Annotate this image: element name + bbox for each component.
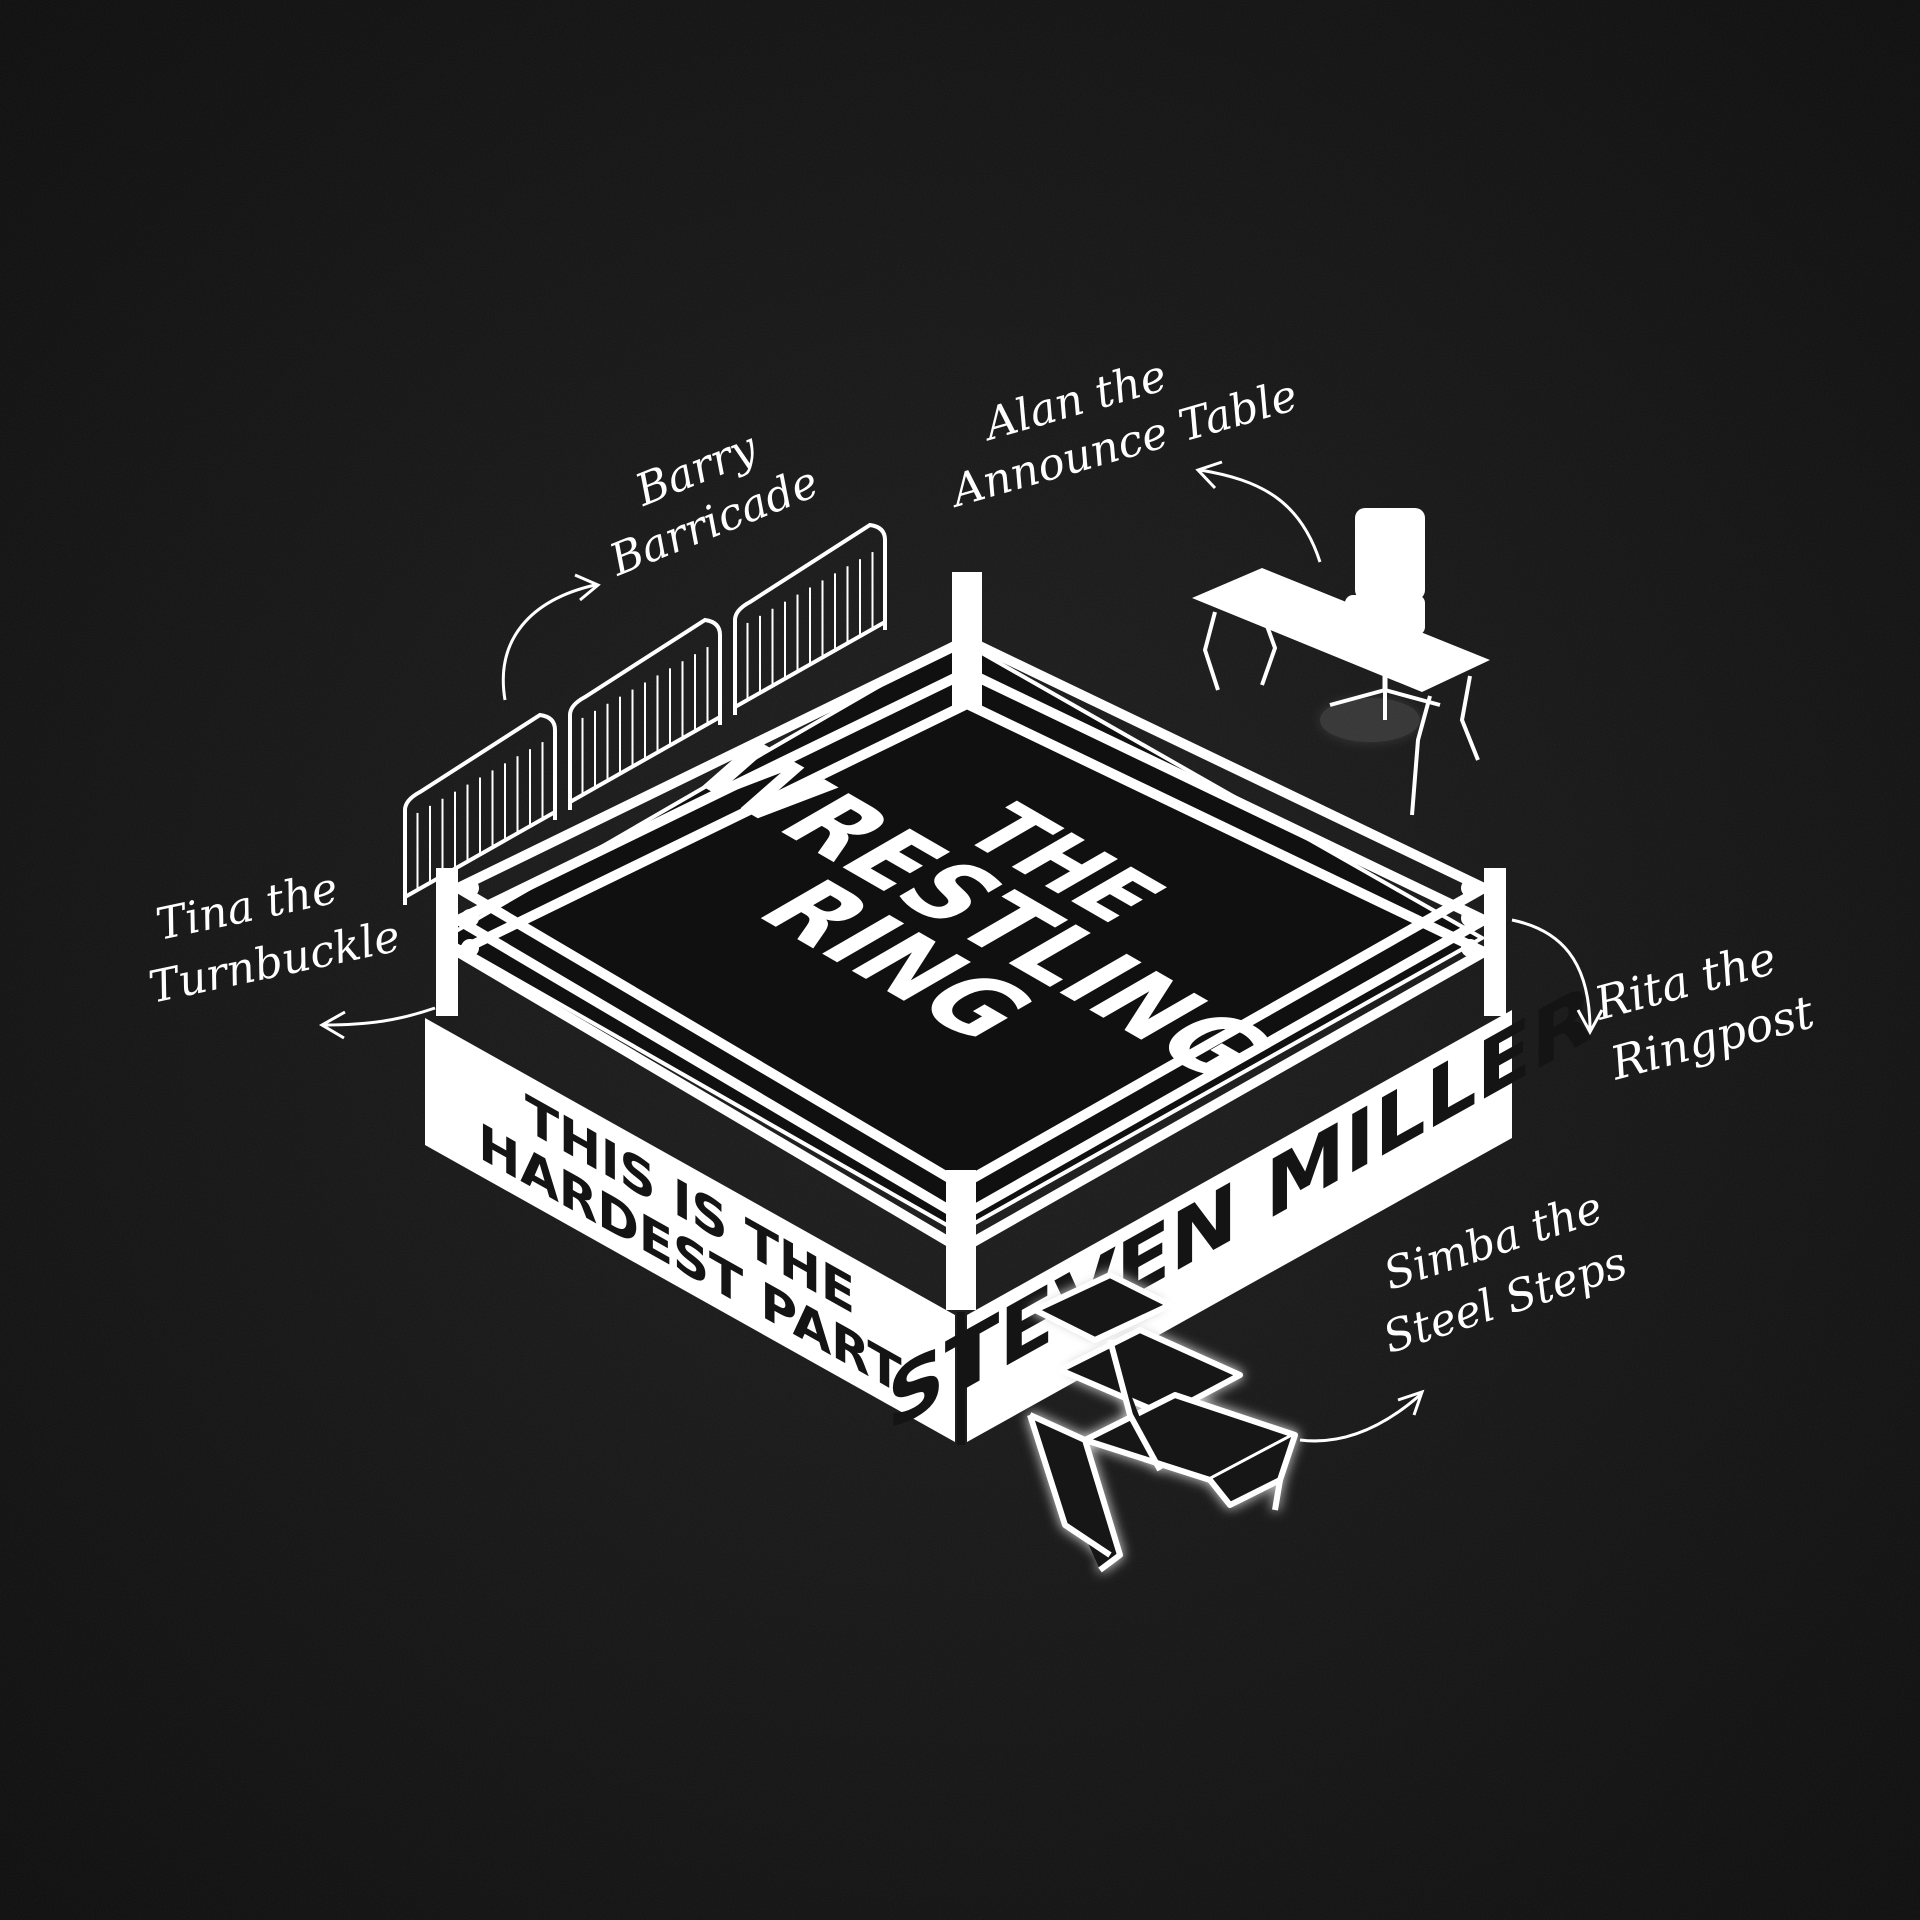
- chair-back: [1355, 508, 1425, 600]
- turnbuckle-pads-left: [461, 879, 479, 957]
- ringpost-back: [952, 572, 982, 707]
- ringpost-front: [946, 1170, 976, 1310]
- ringpost-right: [1484, 868, 1506, 1016]
- ringpost-left: [436, 868, 458, 1016]
- turnbuckle-pads-right: [1461, 879, 1479, 957]
